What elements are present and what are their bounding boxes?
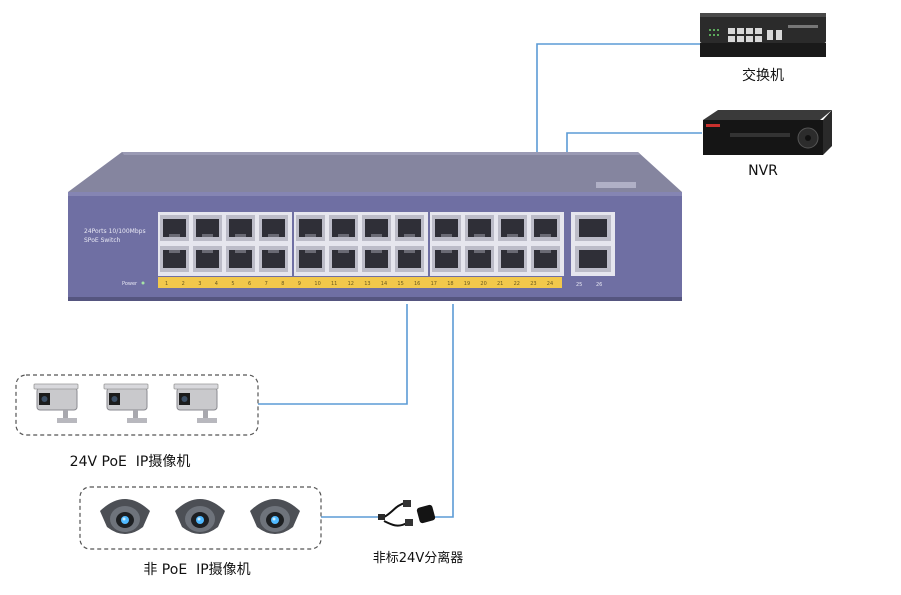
port-number: 11	[331, 281, 337, 287]
port-number: 10	[314, 281, 320, 287]
nvr-label: NVR	[748, 163, 778, 179]
port-number: 19	[464, 281, 470, 287]
port-number: 9	[298, 281, 301, 287]
port-number: 8	[281, 281, 284, 287]
rj45-port	[160, 215, 189, 241]
rj45-port	[259, 246, 288, 272]
non-poe-camera-label: 非 PoE IP摄像机	[143, 562, 250, 578]
port-number: 22	[514, 281, 520, 287]
port-number: 23	[530, 281, 536, 287]
splitter-device: 非标24V分离器	[373, 500, 463, 566]
rj45-port	[465, 246, 494, 272]
rj45-port	[432, 246, 461, 272]
top-switch-label: 交换机	[742, 67, 784, 84]
uplink-port	[575, 246, 611, 272]
port-number: 18	[447, 281, 453, 287]
port-number: 6	[248, 281, 251, 287]
rj45-port	[193, 215, 222, 241]
rj45-port	[362, 215, 391, 241]
rj45-port	[296, 215, 325, 241]
rj45-port	[329, 215, 358, 241]
rj45-port	[193, 246, 222, 272]
poe-camera-group: 24V PoE IP摄像机	[15, 374, 259, 470]
rj45-port	[395, 246, 424, 272]
rj45-port	[329, 246, 358, 272]
port-number: 2	[182, 281, 185, 287]
rj45-port	[432, 215, 461, 241]
link-switch-to-nvr	[566, 132, 702, 152]
link-switch-to-splitter	[434, 304, 454, 518]
port-number: 17	[431, 281, 437, 287]
dome-camera	[100, 499, 150, 534]
port-number: 3	[198, 281, 201, 287]
port-number: 1	[165, 281, 168, 287]
port-number: 14	[381, 281, 387, 287]
port-number: 24	[547, 281, 553, 287]
uplink-port	[575, 215, 611, 241]
rj45-port	[160, 246, 189, 272]
rj45-port	[465, 215, 494, 241]
rj45-port	[498, 246, 527, 272]
port-number: 13	[364, 281, 370, 287]
link-switch-to-top-switch	[536, 43, 702, 152]
splitter-label: 非标24V分离器	[373, 550, 463, 566]
dome-camera	[250, 499, 300, 534]
port-number: 4	[215, 281, 218, 287]
rj45-port	[531, 246, 560, 272]
rj45-port	[395, 215, 424, 241]
poe-switch-model-line1: 24Ports 10/100Mbps	[84, 228, 146, 235]
uplink-number: 25	[576, 282, 582, 288]
non-poe-camera-group: 非 PoE IP摄像机	[79, 486, 322, 578]
rj45-port	[362, 246, 391, 272]
rj45-port	[531, 215, 560, 241]
poe-switch-top	[68, 152, 682, 192]
port-number: 7	[265, 281, 268, 287]
rj45-port	[226, 246, 255, 272]
rj45-port	[498, 215, 527, 241]
bullet-camera	[33, 383, 79, 423]
port-number: 21	[497, 281, 503, 287]
rj45-port-block	[158, 212, 615, 276]
poe-camera-label: 24V PoE IP摄像机	[70, 454, 191, 470]
port-label-strip	[158, 277, 562, 288]
port-number: 15	[397, 281, 403, 287]
power-led	[141, 281, 145, 285]
top-switch-device: 交换机	[700, 13, 826, 84]
connection-lines	[258, 43, 702, 518]
rj45-port	[296, 246, 325, 272]
port-number: 5	[231, 281, 234, 287]
uplink-number: 26	[596, 282, 602, 288]
port-number: 16	[414, 281, 420, 287]
port-number: 20	[480, 281, 486, 287]
poe-switch-model-line2: SPoE Switch	[84, 237, 121, 244]
rj45-port	[226, 215, 255, 241]
poe-switch-power-label: Power	[122, 281, 138, 287]
nvr-device: NVR	[703, 110, 832, 179]
port-number: 12	[348, 281, 354, 287]
bullet-camera	[103, 383, 149, 423]
rj45-port	[259, 215, 288, 241]
bullet-camera	[173, 383, 219, 423]
dome-camera	[175, 499, 225, 534]
link-switch-to-poe-cameras	[258, 304, 408, 405]
